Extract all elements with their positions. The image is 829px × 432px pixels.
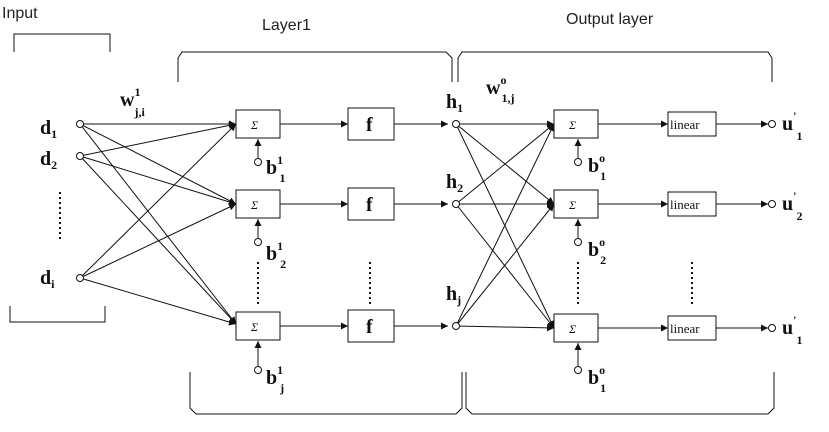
input-label-d1: d1 <box>40 117 57 141</box>
output-sum-symbol-2: Σ <box>568 198 576 212</box>
hidden-sum-box-j <box>235 311 281 341</box>
hidden-sum-symbol-j: Σ <box>250 320 258 334</box>
hidden-to-sum-connections <box>455 120 555 332</box>
output-bottom-bracket <box>465 372 775 415</box>
activation-box-j <box>347 309 395 343</box>
linear-box-1 <box>667 111 717 137</box>
hidden-bias-node-1 <box>254 158 262 166</box>
linear-to-output-arrows <box>716 120 768 332</box>
output-node-1 <box>768 120 776 128</box>
linear-label-2: linear <box>670 197 700 212</box>
hidden-label-h1: h1 <box>446 91 463 115</box>
output-sum-box-1 <box>553 109 599 139</box>
output-label-2: u'2 <box>782 189 802 223</box>
input-node-di <box>76 274 84 282</box>
sum-to-linear-arrows <box>598 120 668 332</box>
hidden-bias-node-2 <box>254 238 262 246</box>
linear-box-2 <box>667 191 717 217</box>
input-to-sum-connections <box>79 120 237 326</box>
output-top-bracket <box>457 51 773 82</box>
hidden-bias-node-j <box>254 366 262 374</box>
input-node-d1 <box>76 120 84 128</box>
linear-label-3: linear <box>670 321 700 336</box>
activation-label-1: f <box>366 114 373 136</box>
activation-box-1 <box>347 107 395 141</box>
hidden-node-h1 <box>452 120 460 128</box>
hidden-label-h2: h2 <box>446 171 463 195</box>
input-bottom-bracket <box>9 306 106 323</box>
output-label-1: u'1 <box>782 109 802 143</box>
hidden-sum-box-1 <box>235 109 281 139</box>
output-bias-node-1 <box>574 158 582 166</box>
linear-label-1: linear <box>670 117 700 132</box>
output-sum-symbol-1: Σ <box>568 118 576 132</box>
output-sum-box-3 <box>553 313 599 343</box>
input-label-di: di <box>40 267 55 291</box>
hidden-node-hj <box>452 322 460 330</box>
output-layer-header: Output layer <box>566 11 654 28</box>
activation-to-hidden-arrows <box>394 120 448 330</box>
input-node-d2 <box>76 152 84 160</box>
output-node-2 <box>768 200 776 208</box>
hidden-sum-symbol-1: Σ <box>250 118 258 132</box>
output-label-3: u'1 <box>782 313 802 347</box>
sum-to-activation-arrows <box>280 120 348 330</box>
output-node-3 <box>768 324 776 332</box>
hidden-label-hj: hj <box>446 283 461 307</box>
activation-label-j: f <box>366 316 373 338</box>
input-header: Input <box>2 5 38 22</box>
hidden-sum-symbol-2: Σ <box>250 198 258 212</box>
layer1-bottom-bracket <box>189 372 463 415</box>
output-bias-node-2 <box>574 238 582 246</box>
activation-label-2: f <box>366 194 373 216</box>
output-sum-box-2 <box>553 189 599 219</box>
output-bias-node-3 <box>574 366 582 374</box>
output-sum-symbol-3: Σ <box>568 322 576 336</box>
input-top-bracket <box>13 33 111 52</box>
input-label-d2: d2 <box>40 148 57 172</box>
linear-box-3 <box>667 315 717 341</box>
layer1-top-bracket <box>177 51 453 82</box>
layer1-header: Layer1 <box>262 17 311 34</box>
hidden-node-h2 <box>452 200 460 208</box>
